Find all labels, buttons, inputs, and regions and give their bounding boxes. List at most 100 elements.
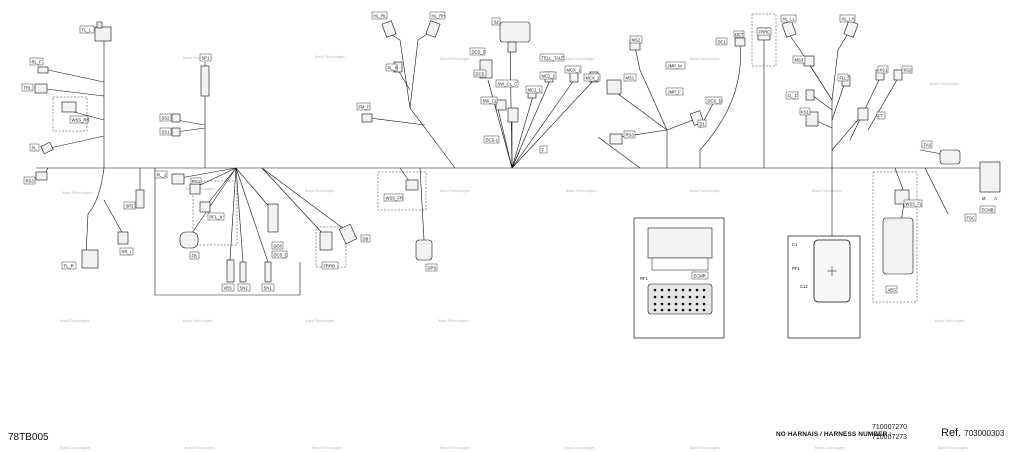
label-ecmr: ECMR: [691, 271, 709, 280]
wire-tl-r: [85, 167, 105, 256]
svg-text:DCS_D: DCS_D: [708, 99, 722, 104]
label-pf1: PF1: [792, 266, 800, 271]
ks2-connector: [893, 69, 903, 81]
watermark: Brand Technologies: [312, 446, 342, 450]
svg-text:PL: PL: [32, 146, 38, 151]
trl-connector: [34, 83, 48, 94]
hl-ll-connector: [781, 20, 797, 38]
watermark: Brand Technologies: [690, 446, 720, 450]
wire-pl-r: [397, 69, 411, 91]
label-frrc: FRRC: [756, 27, 772, 36]
label-dcs-c: DCS_C: [469, 47, 486, 56]
svg-text:DPS: DPS: [428, 266, 437, 271]
label-rs3-left: RS3: [23, 176, 36, 185]
pl2-connector: [171, 173, 185, 185]
svg-text:WSS_FL: WSS_FL: [906, 202, 923, 207]
label-rr-i: RR_I: [119, 247, 134, 256]
fl-f-connector: [805, 89, 815, 101]
label-jmp-f: JMP_F: [665, 87, 684, 96]
label-rs1: RS1: [190, 177, 202, 185]
label-sp2: SP2: [123, 201, 136, 210]
ecmr-connector-body: [647, 227, 713, 259]
svg-text:PFL_X: PFL_X: [210, 215, 223, 220]
wire-fb: [189, 167, 237, 237]
wire-fl-f: [811, 94, 833, 111]
svg-text:DC8: DC8: [274, 244, 283, 249]
tl-l-connector: [94, 26, 112, 42]
ecmr-latch: [651, 257, 709, 271]
svg-text:MS1: MS1: [626, 76, 635, 81]
label-pl: PL: [29, 143, 40, 152]
label-sp1: SP1: [199, 53, 212, 62]
watermark: Brand Technologies: [565, 446, 595, 450]
label-dps: DPS: [425, 263, 438, 272]
label-dcs-d: DCS_D: [705, 96, 723, 105]
wire-fm-f: [369, 117, 426, 126]
label-db: DB: [360, 234, 371, 243]
label-a: A: [994, 196, 997, 201]
svg-text:DCT: DCT: [735, 32, 744, 37]
wire-mcx-2: [511, 79, 595, 169]
svg-text:MCX_1: MCX_1: [567, 68, 582, 73]
label-rl-f: RL_F: [29, 57, 44, 66]
svg-text:RR_I: RR_I: [122, 250, 132, 255]
svg-text:FSC: FSC: [967, 216, 975, 221]
label-fll: FLL: [837, 73, 849, 82]
label-dcs-c2: DCS_C: [271, 250, 288, 259]
svg-text:TRL: TRL: [24, 86, 33, 91]
ks1-left-connector: [805, 111, 819, 127]
dct-connector: [734, 37, 746, 47]
label-hl-lh: HL_LH: [839, 14, 856, 23]
svg-text:TELL_TALE: TELL_TALE: [542, 56, 565, 61]
fm-f-connector: [361, 113, 373, 123]
label-ft: FT: [876, 111, 886, 120]
wire-hl-rl: [383, 29, 456, 169]
label-tell-tale: TELL_TALE: [539, 53, 565, 62]
svg-text:VBS: VBS: [224, 286, 233, 291]
svg-text:FRRC: FRRC: [759, 30, 771, 35]
svg-text:FT: FT: [878, 114, 884, 119]
label-wss-fr: WSS_FR: [383, 193, 404, 202]
label-abs: ABS: [885, 285, 898, 294]
svg-text:HL_RH: HL_RH: [432, 14, 446, 19]
label-sn1: SN1: [261, 283, 275, 292]
svg-text:DB: DB: [363, 237, 369, 242]
watermark: Brand Technologies: [938, 446, 968, 450]
svg-text:TL_R: TL_R: [64, 264, 74, 269]
wire-rr-i: [103, 199, 125, 237]
watermark: Brand Technologies: [440, 446, 470, 450]
label-rfl: RFL: [640, 276, 649, 281]
label-rs3-center: RS3: [623, 130, 636, 139]
svg-text:SS1: SS1: [162, 130, 171, 135]
wss-fr-enclosure: [377, 171, 427, 211]
wire-ms2: [633, 41, 668, 131]
wire-dcs-c: [487, 79, 513, 169]
enclosure-layer: [52, 13, 918, 303]
ecmr-pin-grid: [653, 288, 706, 312]
ms3-connector: [803, 55, 815, 67]
wire-wss-rr: [73, 111, 105, 121]
label-sw-cl: SW_CL: [480, 96, 498, 105]
label-ss2: SS2: [159, 113, 172, 122]
label-trl: TRL: [21, 83, 34, 92]
svg-text:MS3: MS3: [795, 58, 804, 63]
wire-tell-tale: [509, 39, 513, 169]
svg-text:F: F: [542, 148, 545, 153]
reference: Ref. 703000303: [941, 427, 1004, 439]
svg-text:HL_RL: HL_RL: [374, 14, 388, 19]
svg-text:DCS_C: DCS_C: [274, 253, 288, 258]
abs-enclosure: [872, 171, 918, 303]
sn2-connector: [239, 261, 247, 283]
svg-text:ECMB: ECMB: [982, 208, 994, 213]
wire-frrb: [261, 167, 326, 237]
wire-ks2: [867, 77, 899, 131]
label-layer: TL_L HL_RL HL_RH S2 SP1 RL_F TRL WSS_RR …: [21, 11, 997, 294]
ft-connector: [857, 107, 869, 121]
rr-i-connector: [117, 231, 129, 245]
label-d1: D1: [697, 119, 707, 128]
label-wss-rr: WSS_RR: [69, 115, 89, 124]
svg-text:SS2: SS2: [162, 116, 171, 121]
rs3-center-connector: [609, 133, 623, 145]
label-c12: C12: [800, 284, 808, 289]
fb1-connector: [199, 201, 211, 213]
